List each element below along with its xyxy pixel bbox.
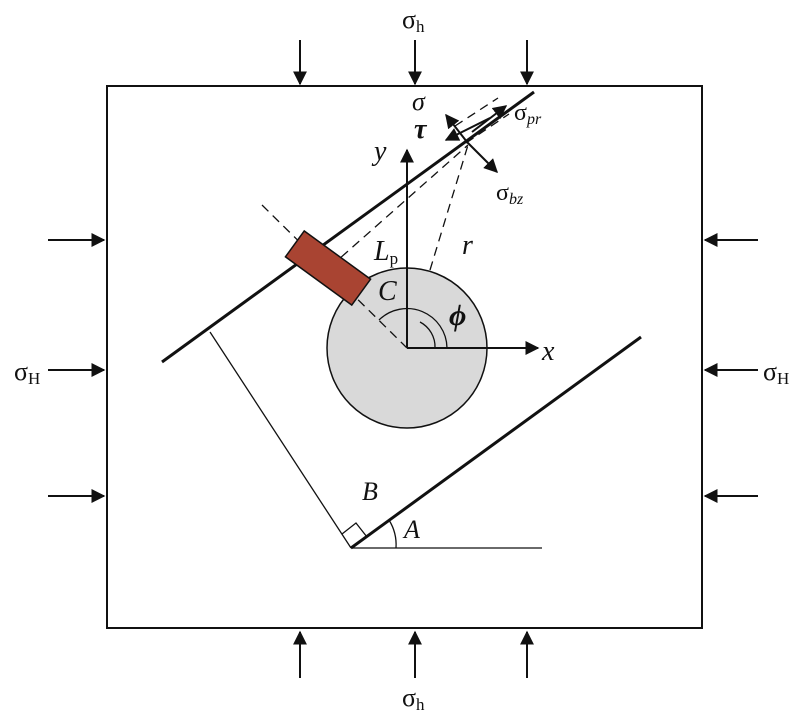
left-load-arrows: [48, 233, 106, 503]
a-label: A: [402, 515, 420, 544]
sigma-h-bottom-label: σh: [402, 683, 425, 714]
right-angle-mark: [341, 522, 368, 538]
sigma-pr-label: σpr: [514, 100, 542, 128]
fracture-upper: [161, 90, 535, 364]
sigma-bz-label: σbz: [496, 180, 524, 208]
fracture-lower: [350, 335, 642, 550]
tip-stress-arrows: [444, 105, 508, 173]
c-label: C: [378, 276, 397, 307]
sigma-label: σ: [412, 87, 426, 116]
sigma-h-top-label: σh: [402, 5, 425, 36]
packer: [284, 229, 372, 307]
phi-arc-outer: [378, 307, 448, 349]
y-axis-label: y: [371, 136, 387, 167]
lp-label: Lp: [373, 236, 398, 268]
x-axis-label: x: [541, 336, 555, 367]
sigma-H-right-label: σH: [763, 357, 789, 388]
b-label: B: [362, 477, 378, 506]
angle-a-arc: [388, 519, 397, 549]
phi-label: ϕ: [449, 299, 466, 332]
r-label: r: [462, 230, 473, 261]
bottom-load-arrows: [293, 630, 534, 678]
phi-arc-inner: [419, 321, 436, 349]
normal-line: [209, 331, 352, 549]
right-load-arrows: [703, 233, 758, 503]
tau-label: τ: [414, 114, 428, 145]
dashed-construction: [261, 97, 510, 349]
rock-block: [106, 85, 703, 629]
top-load-arrows: [293, 40, 534, 86]
sigma-H-left-label: σH: [14, 357, 40, 388]
